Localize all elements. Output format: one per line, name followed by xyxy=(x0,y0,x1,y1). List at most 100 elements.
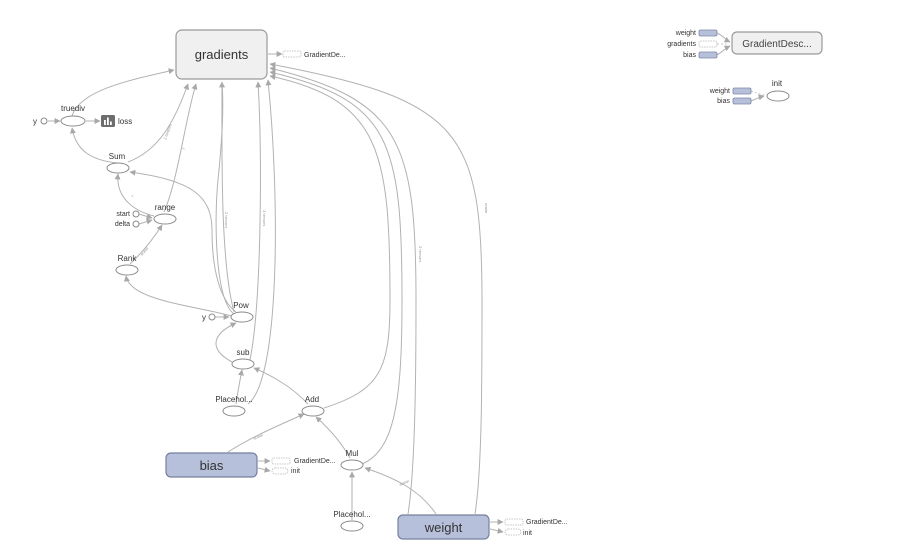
gradient-descent-group: weight gradients bias GradientDesc... xyxy=(667,29,823,59)
gradient-descent-node[interactable]: GradientDesc... xyxy=(731,31,823,55)
edge-start-range xyxy=(138,213,153,220)
init-input-bias[interactable]: bias xyxy=(717,97,752,105)
gradients-node[interactable]: gradients xyxy=(175,29,268,80)
truediv-y-const[interactable]: y xyxy=(33,117,48,126)
edge-placeholder-sub xyxy=(235,369,244,405)
edge-label-bias-add: scalar xyxy=(253,433,265,441)
edge-mul-gradients xyxy=(269,70,403,465)
edges xyxy=(48,32,765,534)
edge-label-weight-mul: scalar xyxy=(399,479,411,487)
edge-sub-gradients xyxy=(249,81,262,361)
add-label: Add xyxy=(305,395,319,404)
bias-ref-1-label: GradientDe... xyxy=(294,458,336,465)
range-label: range xyxy=(155,203,176,212)
edge-weight-gradients-b xyxy=(269,62,483,515)
variable-stack-icon xyxy=(732,97,752,105)
sub-node[interactable]: sub xyxy=(231,348,255,370)
gradients-ref-label: GradientDe... xyxy=(304,52,346,59)
delta-label: delta xyxy=(115,221,130,228)
gd-input-bias[interactable]: bias xyxy=(683,51,718,59)
dashed-reference-icon xyxy=(698,40,718,48)
edge-weight-mul xyxy=(364,466,437,515)
rank-node[interactable]: Rank xyxy=(115,254,139,276)
edge-pow-sum xyxy=(129,169,237,313)
edge-label-add-grad: 2 tensors xyxy=(418,246,422,262)
edge-label-rank-range: scalar xyxy=(140,246,150,257)
edge-pow-gradients-2 xyxy=(215,81,235,315)
weight-node[interactable]: weight xyxy=(397,514,490,540)
init-input-bias-label: bias xyxy=(717,98,730,105)
init-label: init xyxy=(772,79,783,88)
pow-node[interactable]: Pow xyxy=(230,301,254,323)
edge-sub-pow xyxy=(215,322,237,363)
mul-node[interactable]: Mul xyxy=(340,449,364,471)
placeholder-1-label: Placehol... xyxy=(215,395,252,404)
variable-stack-icon xyxy=(698,29,718,37)
edge-label-truediv-grad: 2 tensors xyxy=(163,123,172,140)
weight-ref-1[interactable]: GradientDe... xyxy=(504,518,568,526)
sub-label: sub xyxy=(237,348,250,357)
range-node[interactable]: range xyxy=(153,203,177,225)
gradients-label: gradients xyxy=(195,47,249,62)
loss-label: loss xyxy=(118,117,132,126)
sum-node[interactable]: Sum xyxy=(106,152,130,174)
dashed-reference-icon xyxy=(504,528,522,536)
edge-labels: 2 tensors ? ? scalar 2 tensors 3 tensors… xyxy=(131,123,488,486)
constant-circle-icon xyxy=(132,210,140,218)
dashed-reference-icon xyxy=(271,467,289,475)
weight-ref-2[interactable]: init xyxy=(504,528,532,537)
rank-label: Rank xyxy=(118,254,138,263)
bias-ref-2[interactable]: init xyxy=(271,467,300,475)
constant-circle-icon xyxy=(40,117,48,125)
edge-bias-ref-2 xyxy=(257,466,271,473)
edge-label-range-grad: ? xyxy=(182,147,186,150)
loss-summary[interactable]: loss xyxy=(101,115,132,127)
edge-sum-truediv xyxy=(70,127,118,164)
weight-ref-1-label: GradientDe... xyxy=(526,519,568,526)
edge-delta-range xyxy=(138,218,153,225)
add-node[interactable]: Add xyxy=(301,395,325,417)
edge-pow-rank xyxy=(123,275,233,317)
dashed-reference-icon xyxy=(271,457,291,465)
weight-ref-2-label: init xyxy=(523,530,532,537)
placeholder-1-node[interactable]: Placehol... xyxy=(215,395,253,417)
gd-input-weight-label: weight xyxy=(675,30,696,37)
init-input-weight-label: weight xyxy=(709,88,730,95)
gd-input-gradients[interactable]: gradients xyxy=(667,40,718,48)
constant-circle-icon xyxy=(208,313,216,321)
sum-label: Sum xyxy=(109,152,126,161)
edge-label-pow-grad: 2 tensors xyxy=(224,212,228,228)
init-node[interactable]: init xyxy=(766,79,790,102)
gradient-descent-label: GradientDesc... xyxy=(742,39,811,50)
gd-input-gradients-label: gradients xyxy=(667,41,696,48)
edge-range-sum xyxy=(114,173,155,217)
placeholder-2-label: Placehol... xyxy=(333,510,370,519)
start-const[interactable]: start xyxy=(116,210,140,218)
edge-gd-bias xyxy=(716,45,731,56)
edge-range-gradients xyxy=(163,83,198,213)
edge-label-sum-range: ? xyxy=(131,195,135,199)
placeholder-2-node[interactable]: Placehol... xyxy=(333,510,371,532)
gradients-ref-node[interactable]: GradientDe... xyxy=(282,50,346,59)
bias-ref-1[interactable]: GradientDe... xyxy=(271,457,336,465)
edge-sum-gradients xyxy=(127,83,189,163)
pow-label: Pow xyxy=(233,301,249,310)
truediv-node[interactable]: truediv xyxy=(60,104,86,127)
truediv-label: truediv xyxy=(61,104,85,113)
start-label: start xyxy=(116,211,130,218)
weight-label: weight xyxy=(424,520,463,535)
pow-y-const[interactable]: y xyxy=(202,313,216,322)
variable-stack-icon xyxy=(732,87,752,95)
bias-node[interactable]: bias xyxy=(165,452,258,478)
delta-const[interactable]: delta xyxy=(115,220,140,228)
init-input-weight[interactable]: weight xyxy=(709,87,752,95)
bar-chart-summary-icon xyxy=(101,115,115,127)
gd-input-weight[interactable]: weight xyxy=(675,29,718,37)
init-group: weight bias init xyxy=(709,79,790,105)
edge-label-sub-grad: 3 tensors xyxy=(262,210,266,226)
truediv-y-label: y xyxy=(33,117,37,126)
edge-pow-gradients xyxy=(218,81,235,313)
edge-label-weight-grad: scalar xyxy=(484,203,488,214)
edge-gd-weight xyxy=(716,32,731,43)
